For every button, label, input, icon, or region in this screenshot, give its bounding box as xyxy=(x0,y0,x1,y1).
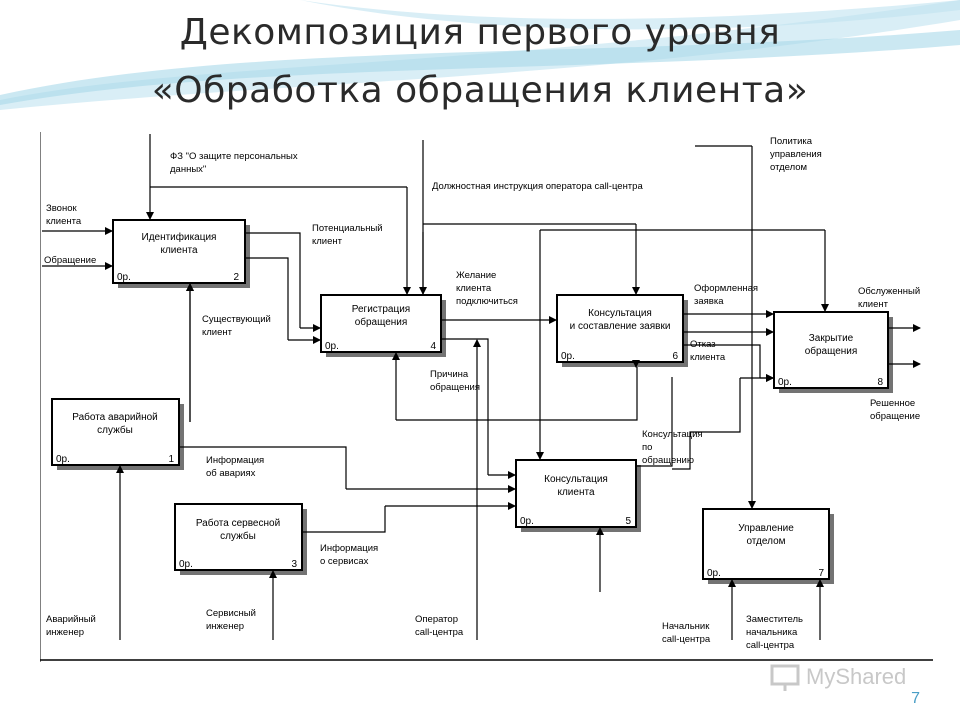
idef0-diagram: Идентификация клиента 0р. 2 Регистрация … xyxy=(39,132,933,662)
box-cost: 0р. xyxy=(56,454,70,465)
box-number: 6 xyxy=(672,351,678,362)
box-number: 2 xyxy=(233,272,239,283)
label-served: клиент xyxy=(858,299,889,310)
label-operator: Оператор xyxy=(415,614,458,625)
label-service-engineer: инженер xyxy=(206,621,244,632)
box-label: клиента xyxy=(160,245,197,256)
box-label: и составление заявки xyxy=(570,321,671,332)
box-label: Регистрация xyxy=(352,304,410,315)
activity-box-registration[interactable]: Регистрация обращения 0р. 4 xyxy=(320,294,446,357)
activity-box-emergency-service[interactable]: Работа аварийной службы 0р. 1 xyxy=(51,398,184,470)
box-label: Консультация xyxy=(544,474,608,485)
box-cost: 0р. xyxy=(520,516,534,527)
box-label: отделом xyxy=(746,536,785,547)
label-potential: клиент xyxy=(312,236,343,247)
label-consult: обращению xyxy=(642,455,694,466)
label-accident-info: об авариях xyxy=(206,468,256,479)
label-appeal: Обращение xyxy=(44,255,96,266)
box-label: Консультация xyxy=(588,308,652,319)
box-number: 3 xyxy=(291,559,297,570)
slide-title-line2: «Обработка обращения клиента» xyxy=(151,70,809,111)
label-call: клиента xyxy=(46,216,82,227)
box-cost: 0р. xyxy=(117,272,131,283)
label-wish: клиента xyxy=(456,283,492,294)
label-policy: управления xyxy=(770,149,822,160)
label-refusal: Отказ xyxy=(690,339,716,350)
box-number: 7 xyxy=(818,568,824,579)
label-wish: Желание xyxy=(456,270,496,281)
box-label: службы xyxy=(220,530,256,542)
box-number: 4 xyxy=(430,341,436,352)
label-consult: по xyxy=(642,442,652,453)
label-solved: Решенное xyxy=(870,398,915,409)
label-deputy: Заместитель xyxy=(746,614,803,625)
box-cost: 0р. xyxy=(325,341,339,352)
label-deputy: call-центра xyxy=(746,640,795,651)
label-potential: Потенциальный xyxy=(312,223,383,234)
label-issued: заявка xyxy=(694,296,724,307)
label-operator: call-центра xyxy=(415,627,464,638)
label-deputy: начальника xyxy=(746,627,798,638)
label-fz: данных" xyxy=(170,164,206,175)
box-number: 8 xyxy=(877,377,883,388)
activity-box-service-department[interactable]: Работа сервесной службы 0р. 3 xyxy=(174,503,307,575)
activity-box-department-management[interactable]: Управление отделом 0р. 7 xyxy=(702,508,834,584)
activity-box-closing[interactable]: Закрытие обращения 0р. 8 xyxy=(773,311,893,393)
label-reason: обращения xyxy=(430,382,480,393)
label-fz: ФЗ "О защите персональных xyxy=(170,151,298,162)
label-solved: обращение xyxy=(870,411,920,422)
box-cost: 0р. xyxy=(778,377,792,388)
label-service-engineer: Сервисный xyxy=(206,608,256,619)
arrows xyxy=(42,134,921,640)
label-head: Начальник xyxy=(662,621,710,632)
activity-box-client-consulting[interactable]: Консультация клиента 0р. 5 xyxy=(515,459,641,532)
box-label: Закрытие xyxy=(809,333,854,344)
slide-title-line1: Декомпозиция первого уровня xyxy=(179,12,781,53)
slide-number: 7 xyxy=(911,690,920,707)
background-waves xyxy=(0,0,960,110)
label-emergency-engineer: Аварийный xyxy=(46,614,96,625)
label-service-info: о сервисах xyxy=(320,556,369,567)
label-service-info: Информация xyxy=(320,543,378,554)
label-policy: Политика xyxy=(770,136,813,147)
label-reason: Причина xyxy=(430,369,469,380)
watermark: MyShared xyxy=(768,662,928,692)
box-label: Управление xyxy=(738,523,794,534)
label-issued: Оформленная xyxy=(694,283,758,294)
label-existing: клиент xyxy=(202,327,233,338)
box-label: обращения xyxy=(355,316,408,328)
label-refusal: клиента xyxy=(690,352,726,363)
box-label: Работа аварийной xyxy=(72,411,158,423)
watermark-text: MyShared xyxy=(806,664,907,689)
label-accident-info: Информация xyxy=(206,455,264,466)
presentation-icon xyxy=(770,664,800,691)
label-existing: Существующий xyxy=(202,314,271,325)
label-served: Обслуженный xyxy=(858,286,920,297)
box-label: обращения xyxy=(805,345,858,357)
box-number: 5 xyxy=(625,516,631,527)
activity-box-identification[interactable]: Идентификация клиента 0р. 2 xyxy=(112,219,250,288)
label-call: Звонок xyxy=(46,203,77,214)
label-wish: подключиться xyxy=(456,296,518,307)
box-cost: 0р. xyxy=(561,351,575,362)
box-cost: 0р. xyxy=(707,568,721,579)
label-instruction: Должностная инструкция оператора call-це… xyxy=(432,181,643,192)
label-policy: отделом xyxy=(770,162,807,173)
box-cost: 0р. xyxy=(179,559,193,570)
box-number: 1 xyxy=(168,454,174,465)
box-label: Идентификация xyxy=(142,231,217,243)
box-label: службы xyxy=(97,424,133,436)
label-head: call-центра xyxy=(662,634,711,645)
label-consult: Консультация xyxy=(642,429,703,440)
arrow-labels: ФЗ "О защите персональных данных" Должно… xyxy=(44,136,920,651)
box-label: Работа сервесной xyxy=(196,517,280,529)
label-emergency-engineer: инженер xyxy=(46,627,84,638)
box-label: клиента xyxy=(557,487,594,498)
activity-box-consulting-application[interactable]: Консультация и составление заявки 0р. 6 xyxy=(556,294,688,367)
